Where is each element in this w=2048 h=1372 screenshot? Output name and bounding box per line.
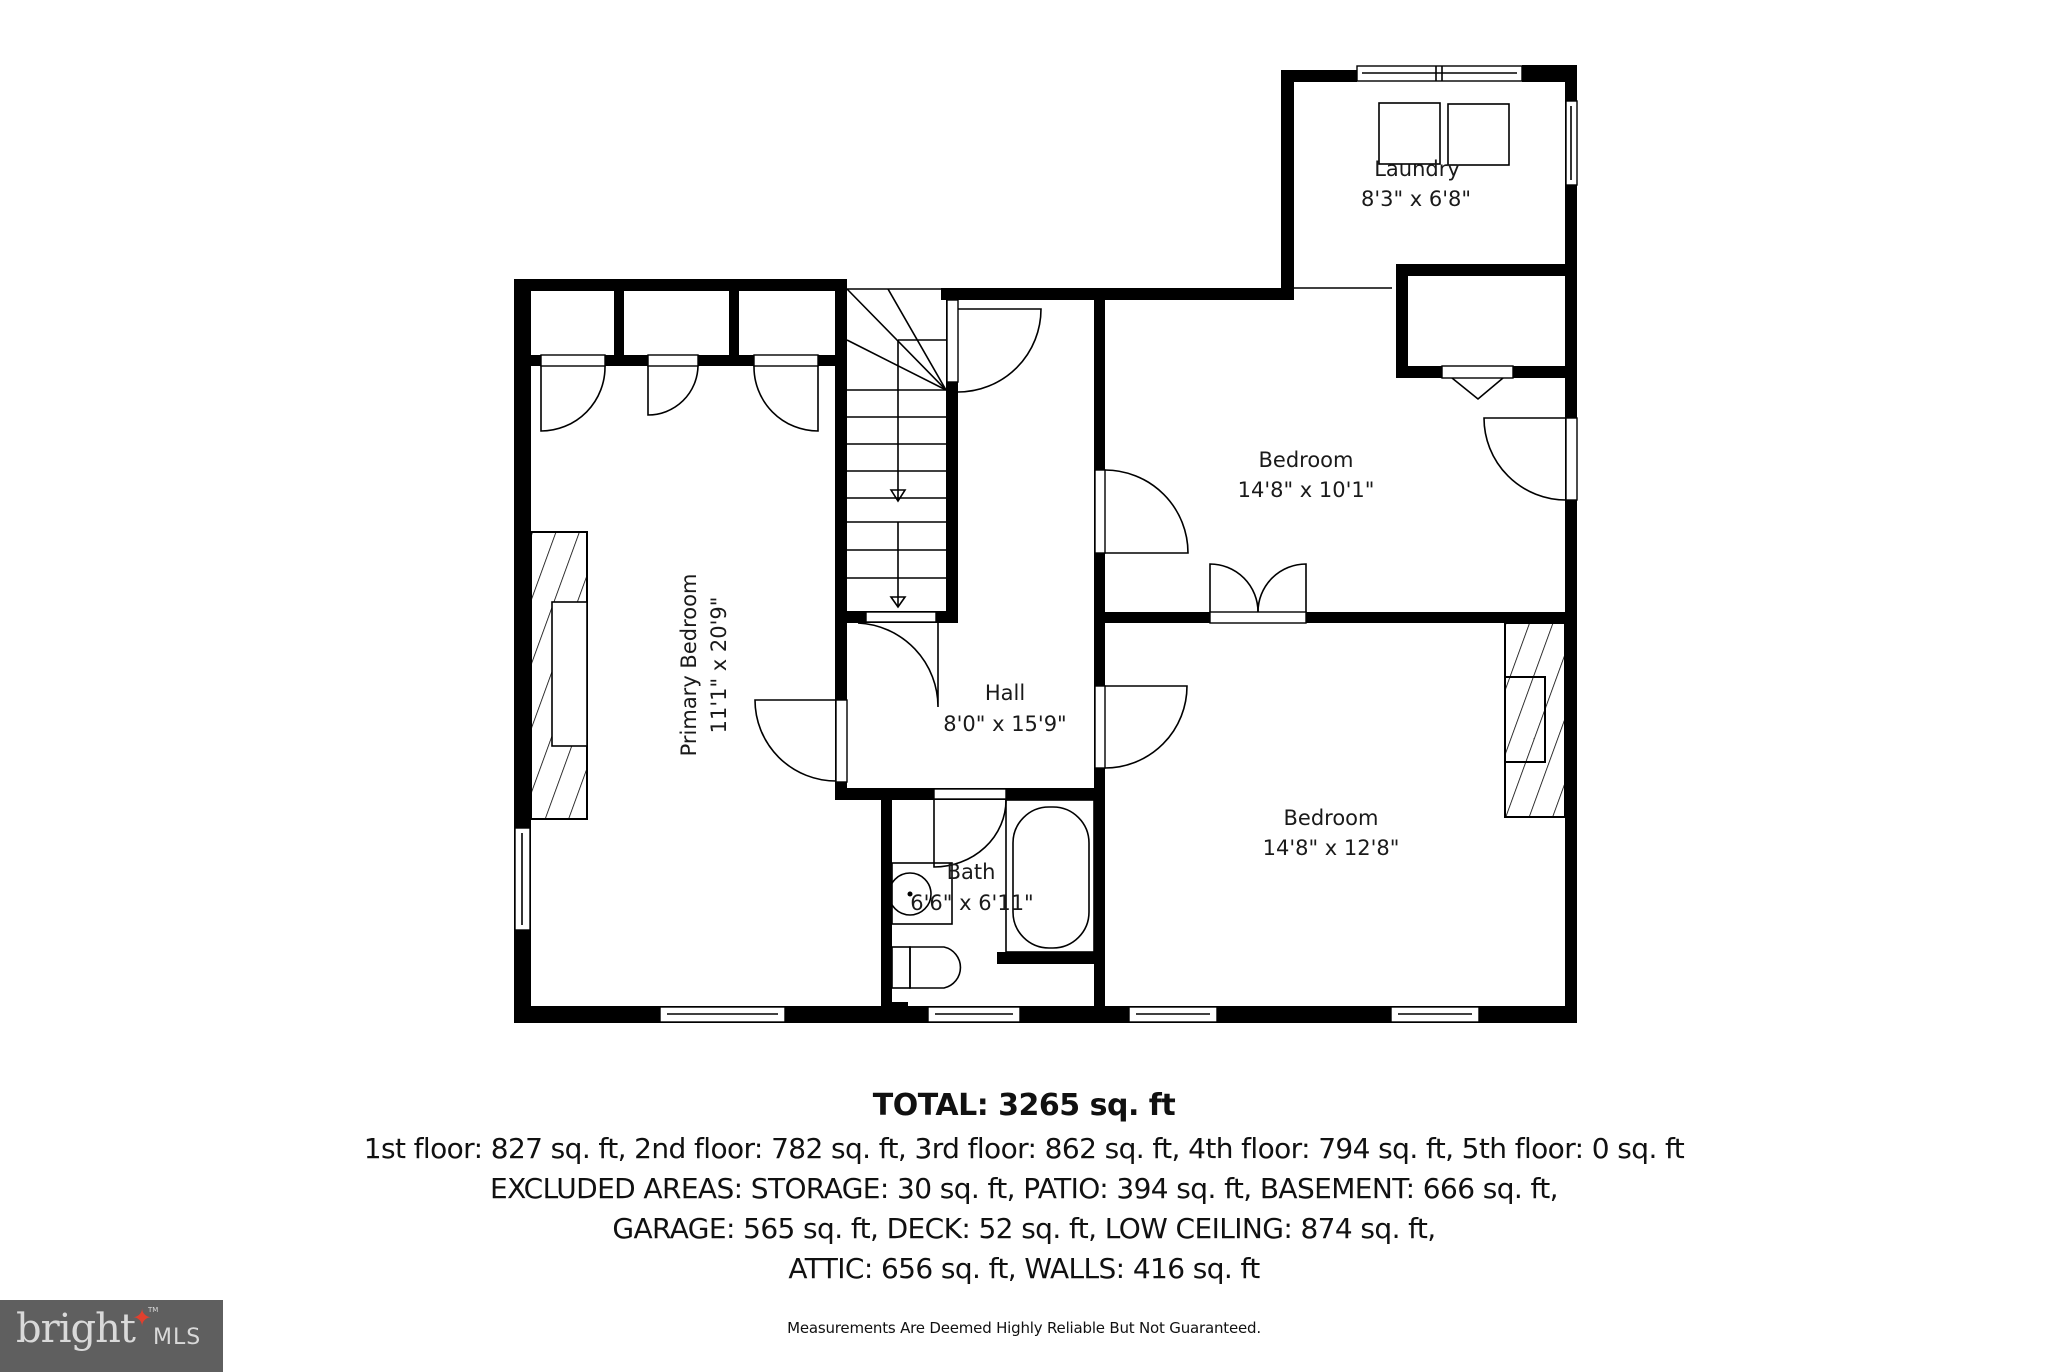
room-name-primary-bedroom: Primary Bedroom [677, 574, 701, 757]
room-dimensions-bedroom-lower: 14'8" x 12'8" [1263, 836, 1400, 860]
room-name-bedroom-upper: Bedroom [1259, 448, 1354, 472]
room-dimensions-hall: 8'0" x 15'9" [943, 712, 1066, 736]
disclaimer: Measurements Are Deemed Highly Reliable … [787, 1319, 1261, 1337]
logo-wordmark: bright [16, 1306, 136, 1352]
total-area: TOTAL: 3265 sq. ft [872, 1088, 1176, 1123]
window-icon [514, 827, 531, 931]
bedroom-upper: Bedroom 14'8" x 10'1" [1094, 288, 1578, 624]
washer-icon [1378, 102, 1441, 165]
excluded-areas-line-2: GARAGE: 565 sq. ft, DECK: 52 sq. ft, LOW… [612, 1212, 1436, 1245]
window-icon [1356, 65, 1523, 82]
door-icon [1094, 685, 1188, 769]
bright-mls-logo: bright ✦ TM MLS [0, 1300, 223, 1372]
room-name-laundry: Laundry [1374, 157, 1460, 181]
window-icon [1565, 100, 1578, 186]
door-icon [1094, 469, 1189, 554]
laundry-room: Laundry 8'3" x 6'8" [1281, 65, 1578, 613]
bedroom-lower: Bedroom 14'8" x 12'8" [1094, 612, 1577, 1023]
room-name-hall: Hall [985, 681, 1025, 705]
dryer-icon [1447, 103, 1510, 166]
window-icon [659, 1006, 786, 1023]
bath: Bath 6'6" x 6'11" [881, 788, 1095, 1023]
double-door-icon [1209, 563, 1307, 624]
window-icon [1128, 1006, 1218, 1023]
floor-areas: 1st floor: 827 sq. ft, 2nd floor: 782 sq… [363, 1132, 1685, 1165]
door-icon [754, 699, 848, 783]
window-icon [927, 1006, 1021, 1023]
sink-icon [888, 872, 932, 916]
excluded-areas-line-3: ATTIC: 656 sq. ft, WALLS: 416 sq. ft [788, 1252, 1260, 1285]
door-icon [1483, 417, 1578, 501]
trademark: TM [148, 1306, 159, 1314]
fireplace-icon [530, 531, 588, 820]
stairs-icon [846, 288, 958, 623]
star-icon: ✦ [132, 1305, 153, 1332]
fireplace-icon [1504, 622, 1566, 818]
door-icon [933, 788, 1007, 868]
window-icon [1390, 1006, 1480, 1023]
closet [1396, 264, 1577, 401]
excluded-areas-line-1: EXCLUDED AREAS: STORAGE: 30 sq. ft, PATI… [490, 1172, 1559, 1205]
room-dimensions-bath: 6'6" x 6'11" [910, 891, 1033, 915]
room-dimensions-primary-bedroom: 11'1" x 20'9" [707, 597, 731, 734]
room-dimensions-laundry: 8'3" x 6'8" [1361, 187, 1471, 211]
door-icon [946, 299, 1042, 393]
door-icon [647, 354, 699, 416]
logo-mls: MLS [153, 1325, 202, 1350]
door-icon [753, 354, 819, 432]
primary-bedroom: Primary Bedroom 11'1" x 20'9" [514, 279, 1110, 1023]
door-icon [540, 354, 606, 432]
room-dimensions-bedroom-upper: 14'8" x 10'1" [1238, 478, 1375, 502]
bathtub-icon [1012, 806, 1090, 949]
toilet-icon [891, 946, 962, 989]
door-icon [857, 622, 939, 708]
room-name-bath: Bath [947, 860, 996, 884]
hall: Hall 8'0" x 15'9" [835, 288, 1105, 801]
room-name-bedroom-lower: Bedroom [1284, 806, 1379, 830]
